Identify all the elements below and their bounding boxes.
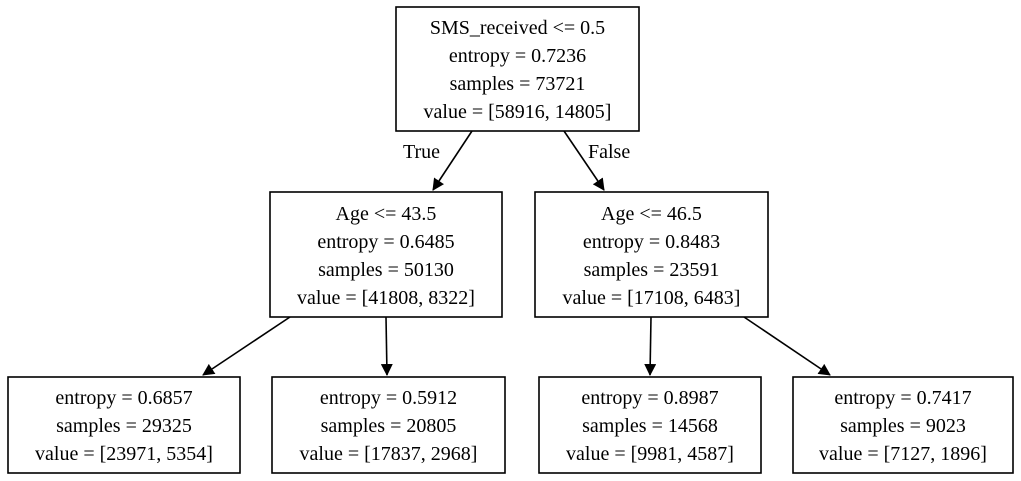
node-samples: samples = 29325	[56, 415, 192, 437]
edge-right-to-right-left	[644, 316, 657, 376]
node-entropy: entropy = 0.6485	[317, 231, 454, 253]
node-value: value = [17108, 6483]	[563, 287, 741, 309]
node-box	[792, 376, 1014, 474]
edge-root-to-left	[432, 130, 473, 191]
node-value: value = [58916, 14805]	[424, 101, 612, 123]
node-value: value = [9981, 4587]	[566, 443, 734, 465]
tree-node-left: Age <= 43.5 entropy = 0.6485 samples = 5…	[269, 191, 503, 318]
node-box	[269, 191, 503, 318]
edge-root-to-right	[563, 130, 605, 191]
node-box	[534, 191, 769, 318]
node-entropy: entropy = 0.6857	[55, 387, 192, 409]
tree-leaf-left-right: entropy = 0.5912 samples = 20805 value =…	[271, 376, 506, 474]
node-samples: samples = 9023	[840, 415, 966, 437]
node-value: value = [23971, 5354]	[35, 443, 213, 465]
node-samples: samples = 20805	[321, 415, 457, 437]
edge-label-true: True	[403, 141, 440, 163]
tree-node-root: SMS_received <= 0.5 entropy = 0.7236 sam…	[395, 6, 640, 132]
node-entropy: entropy = 0.8987	[581, 387, 718, 409]
edges: True False	[202, 130, 831, 376]
node-box	[7, 376, 241, 474]
node-entropy: entropy = 0.7417	[834, 387, 971, 409]
node-samples: samples = 50130	[318, 259, 454, 281]
tree-leaf-left-left: entropy = 0.6857 samples = 29325 value =…	[7, 376, 241, 474]
node-entropy: entropy = 0.8483	[583, 231, 720, 253]
tree-leaf-right-left: entropy = 0.8987 samples = 14568 value =…	[538, 376, 762, 474]
node-entropy: entropy = 0.7236	[449, 45, 586, 67]
node-samples: samples = 73721	[450, 73, 586, 95]
edge-right-to-right-right	[743, 316, 831, 376]
edge-left-to-left-left	[202, 316, 291, 376]
node-entropy: entropy = 0.5912	[320, 387, 457, 409]
node-value: value = [41808, 8322]	[297, 287, 475, 309]
node-samples: samples = 23591	[584, 259, 720, 281]
node-value: value = [7127, 1896]	[819, 443, 987, 465]
node-split-condition: Age <= 46.5	[601, 203, 702, 225]
node-split-condition: Age <= 43.5	[336, 203, 437, 225]
node-split-condition: SMS_received <= 0.5	[430, 17, 605, 39]
node-box	[271, 376, 506, 474]
node-box	[538, 376, 762, 474]
edge-label-false: False	[588, 141, 630, 163]
tree-node-right: Age <= 46.5 entropy = 0.8483 samples = 2…	[534, 191, 769, 318]
node-box	[395, 6, 640, 132]
node-samples: samples = 14568	[582, 415, 718, 437]
node-value: value = [17837, 2968]	[300, 443, 478, 465]
tree-leaf-right-right: entropy = 0.7417 samples = 9023 value = …	[792, 376, 1014, 474]
edge-left-to-left-right	[380, 316, 393, 376]
